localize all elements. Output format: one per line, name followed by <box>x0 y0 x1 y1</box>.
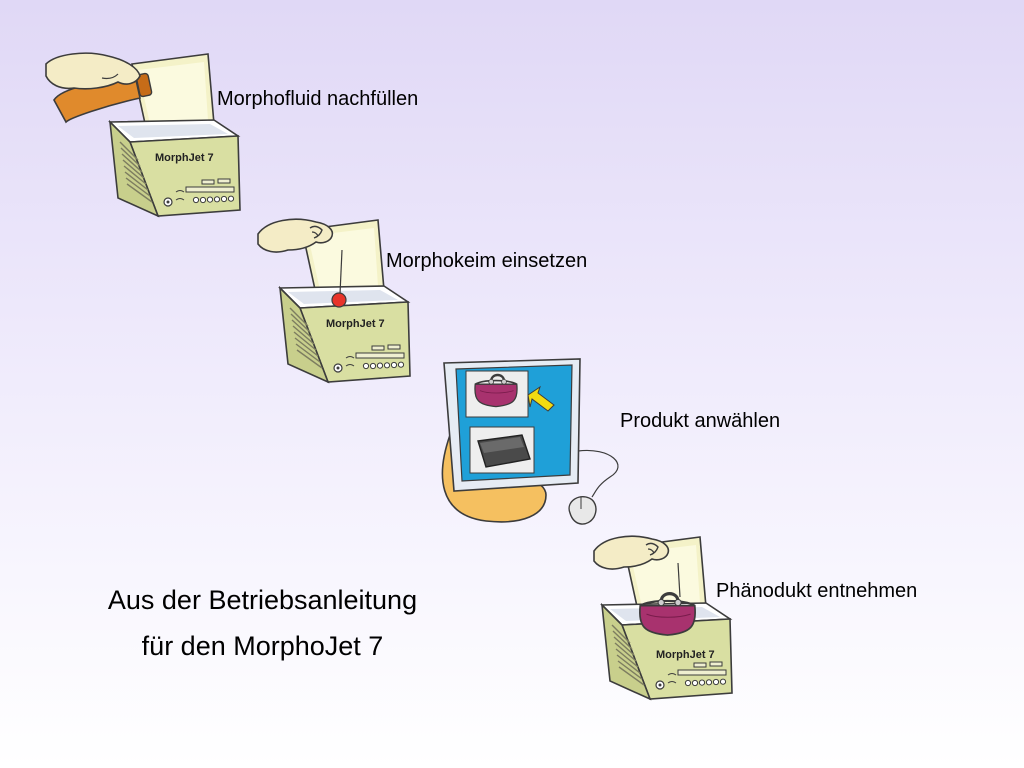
step-4: MorphJet 7 <box>580 525 755 715</box>
step-1: MorphJet 7 <box>40 40 250 220</box>
caption: Aus der Betriebsanleitung für den Morpho… <box>60 577 465 669</box>
hand-icon <box>45 52 141 90</box>
step-3-label: Produkt anwählen <box>620 410 781 432</box>
step-3 <box>430 355 630 535</box>
step-4-label: Phänodukt entnehmen <box>716 580 918 602</box>
wallet-icon <box>477 434 531 468</box>
step-2: MorphJet 7 <box>250 210 420 390</box>
caption-line-1: Aus der Betriebsanleitung <box>107 585 418 615</box>
step-2-label: Morphokeim einsetzen <box>386 250 588 272</box>
bottle-icon <box>53 72 153 124</box>
step-1-label: Morphofluid nachfüllen <box>217 88 419 110</box>
step-1-illustration <box>45 52 241 217</box>
step-2-illustration <box>257 218 411 383</box>
step-3-illustration <box>441 358 619 525</box>
mouse-icon <box>568 496 597 525</box>
seed-icon <box>331 292 347 308</box>
device-brand-label: MorphJet 7 <box>326 318 385 330</box>
step-4-illustration <box>593 535 733 700</box>
device-brand-label: MorphJet 7 <box>656 649 715 661</box>
device-brand-label: MorphJet 7 <box>155 152 214 164</box>
pointer-arrow-icon <box>527 385 555 412</box>
caption-line-2: für den MorphoJet 7 <box>141 631 384 661</box>
